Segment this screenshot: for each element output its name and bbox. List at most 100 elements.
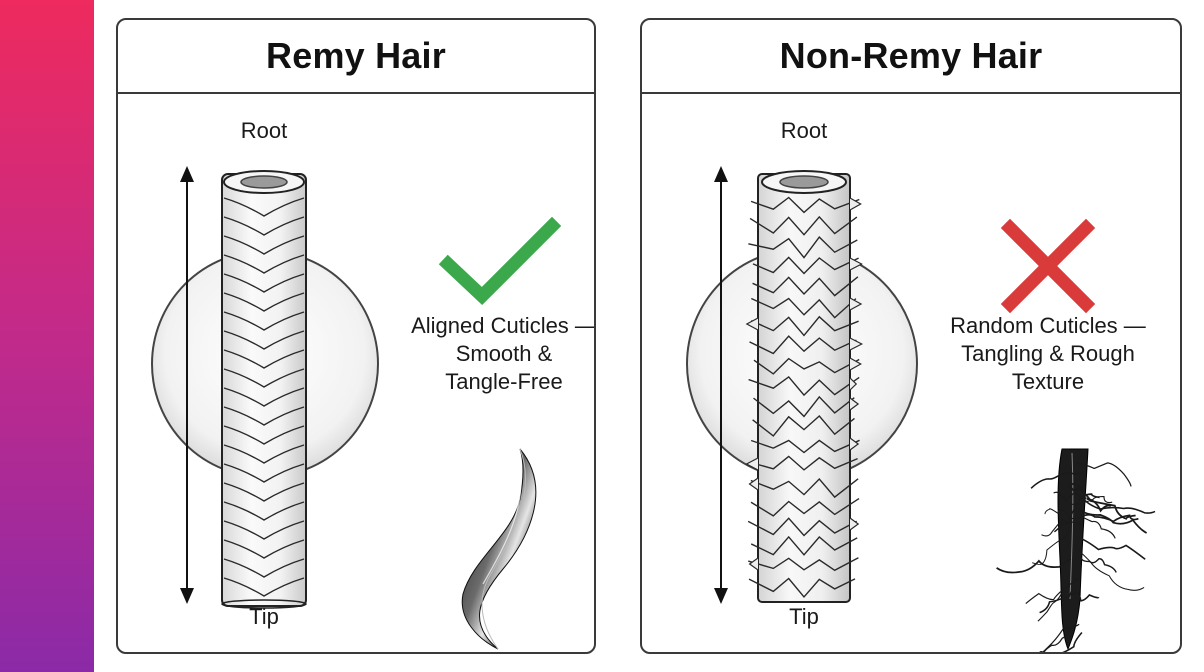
cuticle-scale <box>223 520 305 540</box>
remy-illustration <box>151 166 562 650</box>
cuticle-scale <box>748 557 859 572</box>
broken-cuticle <box>745 317 759 331</box>
cuticle-scale <box>747 517 858 537</box>
broken-cuticle <box>849 197 862 211</box>
cuticle-scale <box>223 254 305 274</box>
remy-caption: Aligned Cuticles — Smooth & Tangle-Free <box>384 312 596 396</box>
cuticle-scale <box>223 558 305 578</box>
non-remy-hair-shaft <box>745 170 864 603</box>
cuticle-scale <box>223 539 305 559</box>
cuticle-scale <box>748 236 858 259</box>
cuticle-scale <box>750 477 859 499</box>
broken-cuticle <box>849 377 858 391</box>
remy-panel-header: Remy Hair <box>118 20 594 94</box>
cuticle-scale <box>752 276 859 297</box>
frizzy-fiber <box>1041 519 1082 537</box>
frizzy-fiber <box>1071 495 1113 506</box>
cuticle-scale <box>752 415 855 437</box>
cuticle-scale <box>749 335 857 355</box>
frizzy-fiber <box>1032 526 1071 566</box>
cuticle-scale <box>223 463 305 483</box>
frizzy-fiber <box>1039 631 1083 652</box>
frizzy-fiber <box>1042 626 1072 652</box>
frizzy-fiber <box>1039 587 1075 614</box>
remy-hair-shaft <box>221 170 307 609</box>
frizzy-fiber <box>1076 462 1132 487</box>
non-remy-panel-title: Non-Remy Hair <box>779 35 1043 76</box>
frizzy-fiber <box>996 558 1072 574</box>
cuticle-scale <box>753 357 860 375</box>
non-remy-caption-line-1: Random Cuticles — <box>950 313 1146 338</box>
cuticle-scale <box>751 315 859 337</box>
remy-caption-line-2: Smooth & <box>455 341 553 366</box>
cuticle-scale <box>223 311 305 331</box>
cuticle-scale <box>749 215 858 236</box>
cuticle-scale <box>223 482 305 502</box>
cuticle-scale <box>748 375 860 397</box>
broken-cuticle <box>748 557 759 571</box>
cuticle-scale <box>223 501 305 521</box>
cuticle-scale <box>750 439 860 454</box>
length-arrow <box>714 166 728 604</box>
remy-root-label: Root <box>240 118 288 143</box>
non-remy-caption-line-3: Texture <box>1011 369 1085 394</box>
cuticle-scale <box>753 395 855 418</box>
non-remy-tip-label: Tip <box>789 604 819 629</box>
broken-cuticle <box>849 437 860 451</box>
smooth-strand-icon <box>461 448 537 650</box>
remy-caption-line-1: Aligned Cuticles — <box>411 313 596 338</box>
cuticle-scale <box>751 297 857 319</box>
frizzy-fiber <box>1068 485 1112 513</box>
frizzy-fiber <box>1043 623 1080 652</box>
broken-cuticle <box>849 257 863 271</box>
frizzy-fiber <box>1071 516 1116 539</box>
remy-caption-line-3: Tangle-Free <box>445 369 563 394</box>
cuticle-scale <box>223 216 305 236</box>
broken-cuticle <box>849 337 864 351</box>
cuticle-scale <box>750 498 860 517</box>
cuticle-scale <box>223 349 305 369</box>
broken-cuticle <box>745 457 759 471</box>
side-accent-strip <box>0 0 94 672</box>
cross-icon <box>1000 218 1096 314</box>
cuticle-scale <box>223 577 305 597</box>
frizzy-fiber <box>1037 582 1070 622</box>
remy-hair-panel: Remy Hair <box>116 18 596 654</box>
remy-panel-title: Remy Hair <box>266 35 446 76</box>
remy-tip-label: Tip <box>249 604 279 629</box>
cuticle-scale <box>748 577 856 598</box>
cuticle-scale <box>223 444 305 464</box>
cuticle-scale <box>750 535 858 556</box>
cuticle-scale <box>223 273 305 293</box>
non-remy-hair-panel: Non-Remy Hair <box>640 18 1182 654</box>
non-remy-caption: Random Cuticles — Tangling & Rough Textu… <box>928 312 1168 396</box>
frizzy-strand-icon <box>996 448 1156 652</box>
cuticle-scale <box>223 387 305 407</box>
frizzy-fiber <box>1077 507 1148 534</box>
frizzy-fiber <box>1078 550 1145 591</box>
cuticle-scale <box>223 197 305 217</box>
cuticle-scale <box>753 455 858 471</box>
broken-cuticle <box>849 517 860 531</box>
frizzy-fiber <box>1067 482 1100 499</box>
frizzy-fiber <box>1053 495 1083 533</box>
cuticle-scale <box>223 406 305 426</box>
cuticle-scale <box>223 330 305 350</box>
cuticle-scale <box>223 368 305 388</box>
cuticle-scale <box>223 235 305 255</box>
non-remy-root-label: Root <box>780 118 828 143</box>
length-arrow <box>180 166 194 604</box>
check-icon <box>438 216 562 306</box>
frizzy-fiber <box>1044 508 1070 516</box>
frizzy-fiber <box>1081 496 1156 514</box>
broken-cuticle <box>849 357 862 371</box>
broken-cuticle <box>849 397 860 411</box>
cuticle-scale <box>223 425 305 445</box>
frizzy-fiber <box>1070 590 1100 602</box>
broken-cuticle <box>748 477 759 491</box>
frizzy-fiber <box>1074 487 1136 520</box>
non-remy-caption-line-2: Tangling & Rough <box>961 341 1135 366</box>
cuticle-scale <box>750 196 860 214</box>
non-remy-illustration <box>686 166 1156 652</box>
frizzy-fiber <box>1079 555 1117 573</box>
